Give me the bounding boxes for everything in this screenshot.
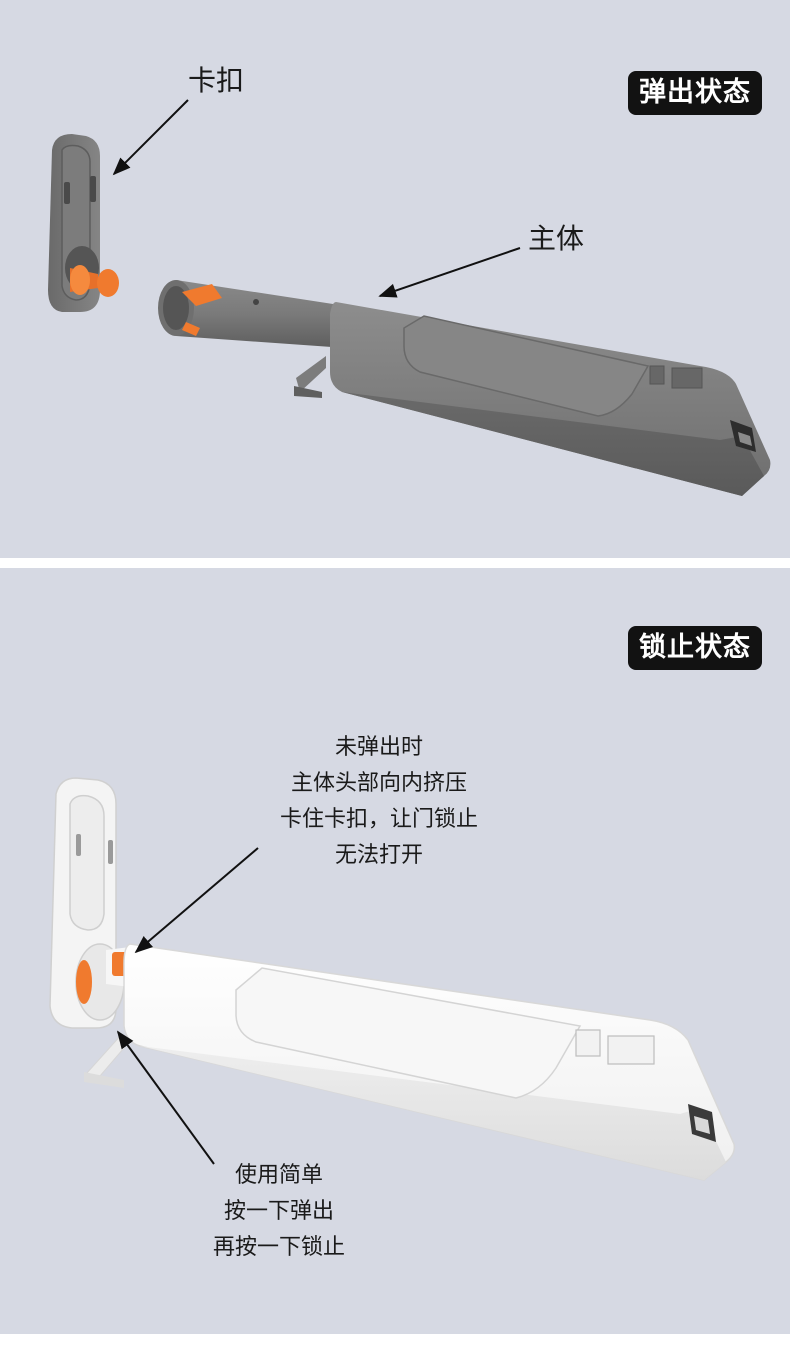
caption-line: 卡住卡扣，让门锁止	[279, 807, 478, 832]
catch-arrow	[112, 99, 189, 176]
bottom-panel: 锁止状态 未弹出时 主体头部向内挤压 卡住卡扣，让门锁止 无法打开 使用简单 按…	[0, 568, 790, 1334]
main-body-gray	[158, 280, 771, 496]
caption-line: 无法打开	[334, 843, 423, 868]
caption-line: 再按一下锁止	[212, 1235, 345, 1260]
press-pointer-arrow	[116, 1030, 215, 1165]
caption-line: 使用简单	[234, 1163, 323, 1188]
head-pointer-arrow	[134, 847, 259, 954]
ejected-state-illustration	[48, 99, 771, 496]
body-arrow	[378, 247, 521, 298]
caption-usage: 使用简单 按一下弹出 再按一下锁止	[184, 1158, 374, 1266]
caption-line: 未弹出时	[334, 735, 423, 760]
top-panel: 卡扣 主体 弹出状态	[0, 0, 790, 558]
locked-state-illustration	[49, 777, 736, 1181]
caption-lock-explanation: 未弹出时 主体头部向内挤压 卡住卡扣，让门锁止 无法打开	[244, 730, 514, 874]
state-badge-locked: 锁止状态	[628, 626, 762, 670]
state-badge-ejected: 弹出状态	[628, 71, 762, 115]
catch-part	[48, 134, 119, 312]
main-body-white	[75, 943, 736, 1181]
label-catch: 卡扣	[188, 64, 245, 97]
label-body: 主体	[528, 222, 585, 255]
caption-line: 按一下弹出	[223, 1199, 334, 1224]
caption-line: 主体头部向内挤压	[290, 771, 467, 796]
